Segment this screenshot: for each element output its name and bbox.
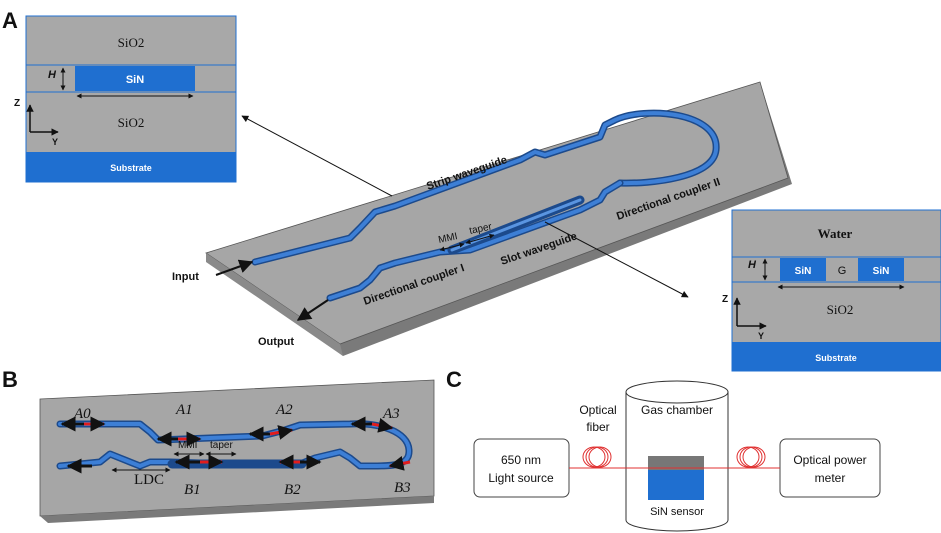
gas-chamber-label: Gas chamber xyxy=(641,403,713,417)
slot-inset-sin-right xyxy=(858,258,904,281)
port-labels-b: A0 A1 A2 A3 B1 B2 B3 xyxy=(73,402,411,498)
fiber-label-line2: fiber xyxy=(586,420,609,434)
arrow-a3-fwd xyxy=(371,417,394,433)
power-meter-line1: Optical power xyxy=(793,453,866,467)
strip-inset-height-label: H xyxy=(48,69,57,81)
light-source-box xyxy=(473,438,570,498)
slot-inset-sin-left xyxy=(780,258,826,281)
waveguide-layout-a xyxy=(251,109,720,302)
port-a2-label: A2 xyxy=(275,402,293,418)
mmi-label-b: MMI xyxy=(178,440,197,451)
slot-inset-pointer xyxy=(544,221,689,298)
strip-inset-y-label: Y xyxy=(52,137,58,147)
chip-a-top xyxy=(205,81,789,345)
fiber-label-line1: Optical xyxy=(579,403,616,417)
output-label: Output xyxy=(258,336,294,348)
light-source-line1: 650 nm xyxy=(501,453,541,467)
strip-inset-z-label: Z xyxy=(14,98,20,109)
taper-span-arrow-a xyxy=(465,233,495,245)
mmi-label-a: MMI xyxy=(437,231,458,246)
strip-inset: SiO2 SiN SiO2 Substrate H Z Y xyxy=(14,15,237,183)
strip-waveguide-upper-highlight xyxy=(253,111,719,264)
power-meter-line2: meter xyxy=(815,471,846,485)
port-a3-label: A3 xyxy=(382,406,400,422)
power-meter-box xyxy=(779,438,881,498)
fiber-coil-left xyxy=(582,446,612,468)
arrow-b3 xyxy=(388,455,411,471)
light-source-line2: Light source xyxy=(488,471,554,485)
taper-label-a: taper xyxy=(468,221,493,237)
sensor-label: SiN sensor xyxy=(650,506,704,518)
slot-inset: Water SiN G SiN SiO2 Substrate H Z Y xyxy=(722,209,941,372)
strip-inset-sin-core xyxy=(75,66,195,91)
panel-b: B A0 A1 A2 xyxy=(2,367,435,523)
sensor-top-layer xyxy=(648,456,704,470)
slot-inset-substrate-label: Substrate xyxy=(815,353,857,363)
port-a1-label: A1 xyxy=(175,402,193,418)
panel-c: C 650 nm Light source Optical power mete… xyxy=(446,367,881,532)
panel-a-letter: A xyxy=(2,8,18,33)
port-b2-label: B2 xyxy=(284,482,301,498)
chip-b-top xyxy=(39,379,435,517)
gas-chamber: Gas chamber SiN sensor xyxy=(625,380,729,532)
fiber-coil-right xyxy=(736,446,766,468)
chip-a-front xyxy=(206,253,343,356)
slot-inset-top-cladding: Water xyxy=(818,226,853,241)
slot-inset-height-label: H xyxy=(748,259,757,271)
strip-inset-substrate xyxy=(26,152,236,182)
strip-inset-core-label: SiN xyxy=(126,74,144,86)
mmi-span-arrow-a xyxy=(439,242,465,252)
strip-inset-top-cladding: SiO2 xyxy=(118,35,145,50)
slot-inset-z-label: Z xyxy=(722,294,728,305)
port-b3-label: B3 xyxy=(394,480,411,496)
slot-inset-bottom-cladding: SiO2 xyxy=(827,302,854,317)
input-arrow xyxy=(215,259,254,276)
strip-waveguide-lower-highlight xyxy=(328,181,622,300)
gas-chamber-top xyxy=(625,380,729,404)
panel-b-letter: B xyxy=(2,367,18,392)
chip-b-edge xyxy=(40,496,434,523)
panel-a: A Input Output Strip waveguide Direction… xyxy=(2,8,941,372)
strip-inset-pointer xyxy=(241,115,393,197)
slot-inset-core-left-label: SiN xyxy=(795,266,812,277)
port-a0-label: A0 xyxy=(73,406,91,422)
output-arrow xyxy=(296,299,329,321)
slot-inset-substrate xyxy=(732,342,941,371)
slot-inset-gap-label: G xyxy=(838,265,847,277)
panel-c-letter: C xyxy=(446,367,462,392)
strip-inset-bottom-cladding: SiO2 xyxy=(118,115,145,130)
arrow-a2-fwd xyxy=(269,425,294,440)
port-b1-label: B1 xyxy=(184,482,201,498)
sensor-substrate xyxy=(648,470,704,500)
taper-label-b: taper xyxy=(210,440,233,451)
slot-inset-y-label: Y xyxy=(758,331,764,341)
strip-inset-substrate-label: Substrate xyxy=(110,163,152,173)
port-arrows-b xyxy=(60,416,411,474)
length-dc-label: LDC xyxy=(134,472,164,488)
slot-inset-core-right-label: SiN xyxy=(873,266,890,277)
input-label: Input xyxy=(172,271,199,283)
